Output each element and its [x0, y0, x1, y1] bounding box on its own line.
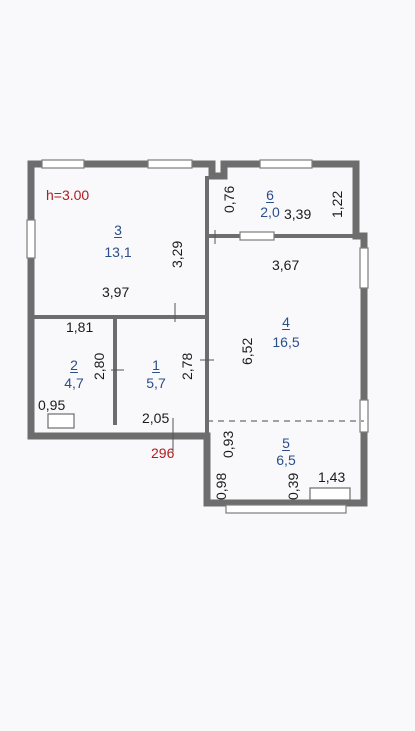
window-r6-bottom	[239, 231, 275, 241]
dim-ticks	[111, 230, 216, 452]
window-r3-a	[41, 159, 85, 169]
entry-door	[47, 413, 351, 501]
room-6-area: 2,0	[260, 204, 280, 220]
window-r3-left	[26, 219, 36, 259]
entry-door-panel	[47, 413, 75, 429]
room-2-number: 2	[70, 357, 78, 373]
room-4-number: 4	[282, 314, 290, 330]
dim-r3-height: 3,29	[169, 240, 185, 268]
dim-r3-width: 3,97	[102, 284, 130, 300]
dim-r1-width: 2,05	[142, 410, 170, 426]
dim-r5-left: 0,98	[213, 472, 229, 500]
windows	[26, 159, 369, 514]
dim-entrance: 0,95	[38, 397, 66, 413]
window-r6	[259, 159, 313, 169]
dim-r5-width: 1,43	[318, 469, 346, 485]
window-r3-b	[147, 159, 193, 169]
dim-r4-width: 3,67	[272, 257, 300, 273]
dim-r2-height: 2,80	[91, 352, 107, 380]
balcony-door-panel	[309, 487, 351, 501]
room-3-area: 13,1	[104, 244, 132, 260]
room-5-area: 6,5	[276, 452, 296, 468]
total-label: 296	[151, 445, 175, 461]
dim-r6-left: 0,76	[221, 185, 237, 213]
room-3-number: 3	[114, 222, 122, 238]
room-4-area: 16,5	[272, 334, 300, 350]
window-r4-right-b	[359, 399, 369, 433]
window-r4-right	[359, 247, 369, 289]
dim-r4-height: 6,52	[239, 337, 255, 365]
room-5-number: 5	[282, 435, 290, 451]
dim-r1-height: 2,78	[179, 352, 195, 380]
dim-r6-width: 3,39	[284, 206, 312, 222]
dim-r5-top: 0,93	[220, 430, 236, 458]
balcony-window	[225, 504, 347, 514]
room-6-number: 6	[266, 187, 274, 203]
dim-r6-right: 1,22	[329, 190, 345, 218]
dim-r5-window: 0,39	[285, 472, 301, 500]
inner-walls	[31, 176, 356, 436]
room-2-area: 4,7	[64, 375, 84, 391]
room-1-number: 1	[152, 357, 160, 373]
room-1-area: 5,7	[146, 375, 166, 391]
ceiling-height: h=3.00	[46, 187, 90, 203]
dim-r2-width: 1,81	[66, 319, 94, 335]
